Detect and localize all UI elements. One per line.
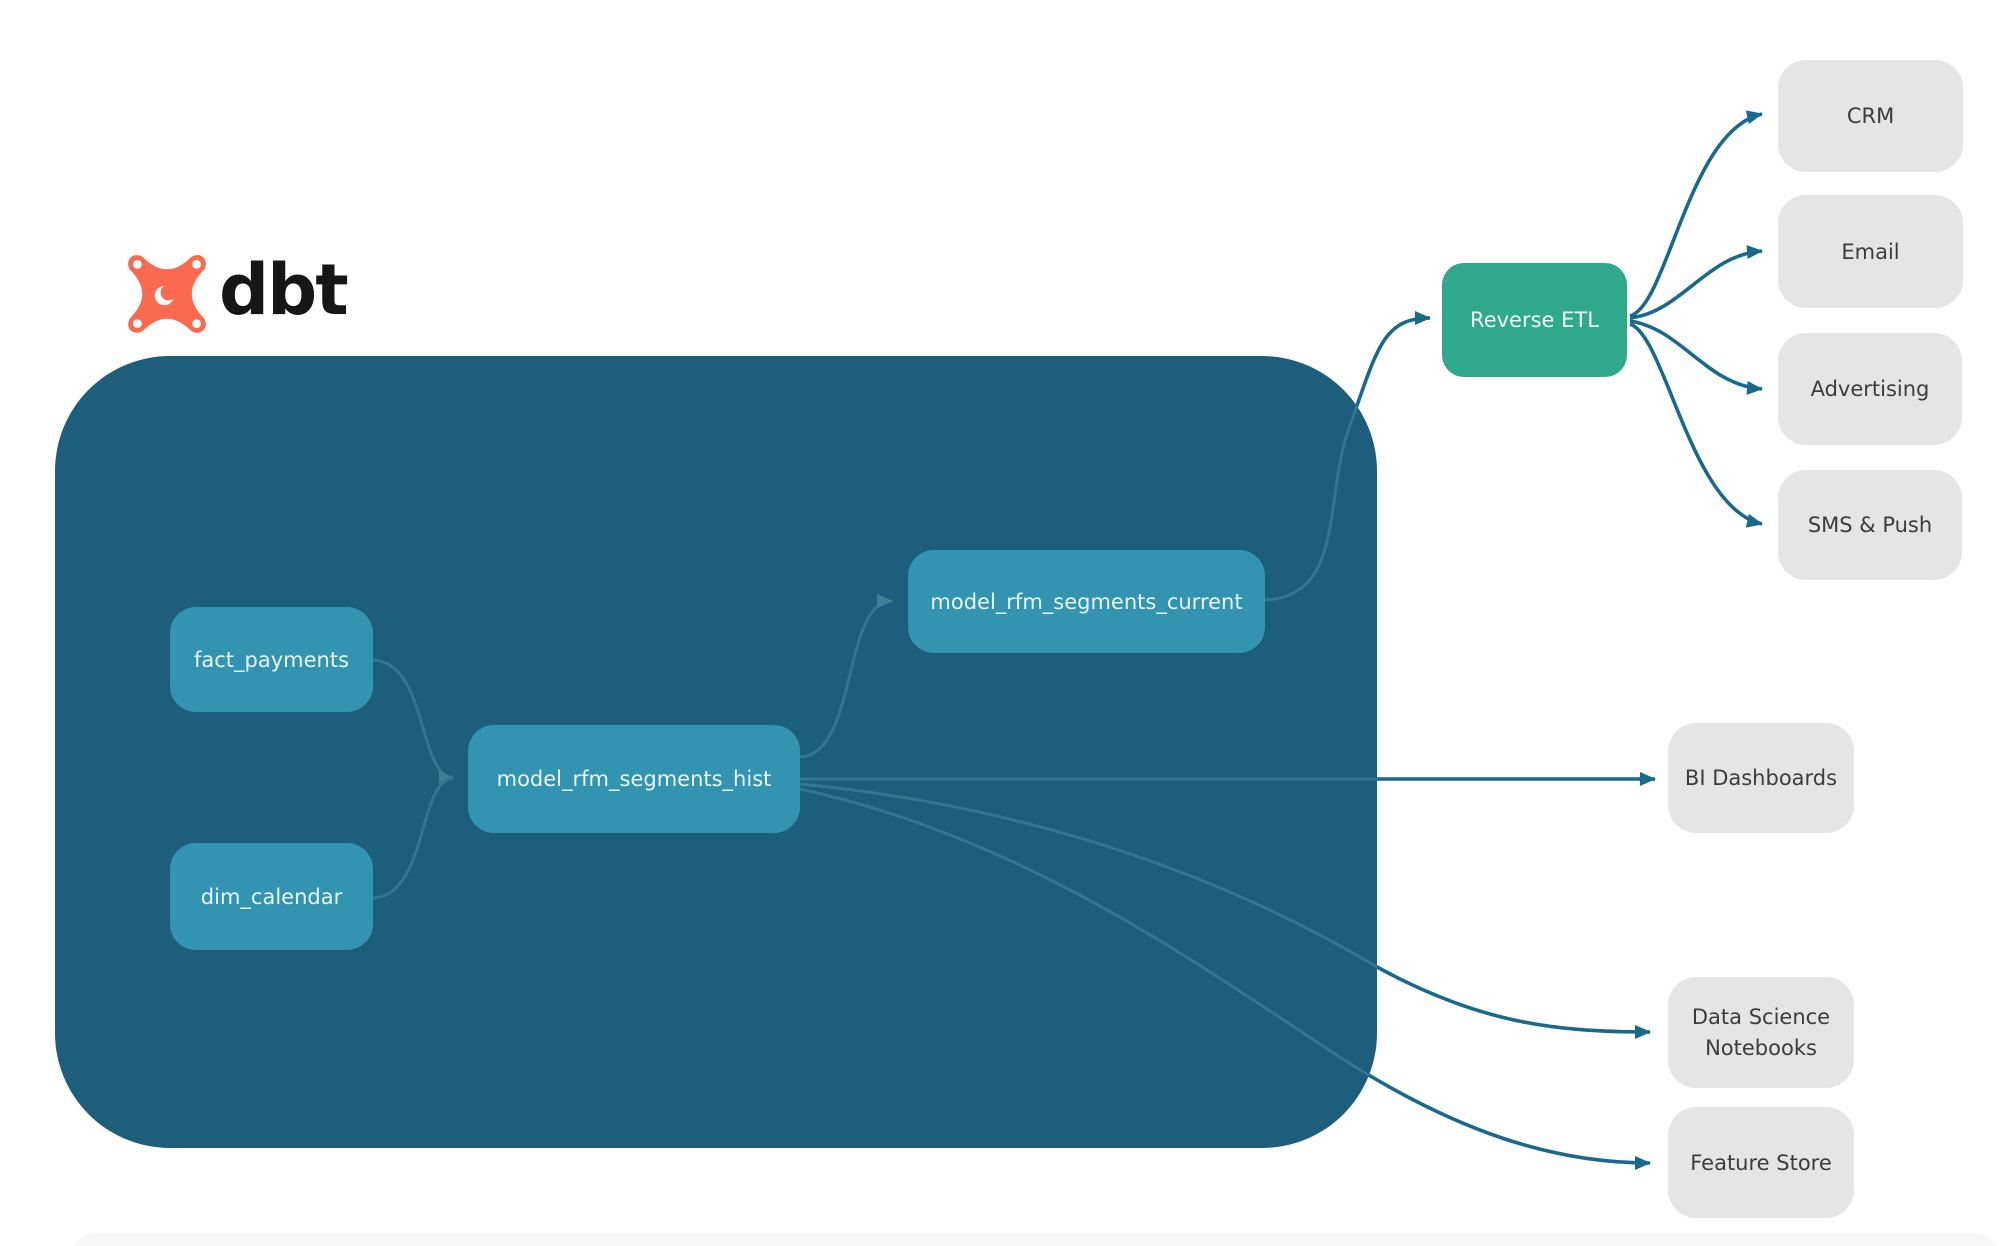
edge-reverse-etl-to-crm bbox=[1629, 110, 1763, 318]
node-data-science-notebooks: Data Science Notebooks bbox=[1668, 977, 1854, 1088]
edge-hist-to-current bbox=[799, 594, 893, 759]
brand-name: dbt bbox=[219, 249, 349, 331]
dbt-logo-icon bbox=[128, 255, 206, 333]
dbt-logo: dbt bbox=[125, 249, 349, 334]
node-advertising: Advertising bbox=[1778, 333, 1962, 445]
edge-fact-payments-to-hist bbox=[372, 658, 455, 785]
node-fact-payments: fact_payments bbox=[170, 607, 373, 712]
edge-current-to-reverse-etl-outside bbox=[1264, 311, 1431, 602]
node-crm: CRM bbox=[1778, 60, 1963, 172]
edge-hist-to-feature-store-outside bbox=[799, 787, 1651, 1170]
node-model-rfm-segments-current: model_rfm_segments_current bbox=[908, 550, 1265, 653]
edge-reverse-etl-to-email bbox=[1629, 245, 1763, 320]
node-sms-push: SMS & Push bbox=[1778, 470, 1962, 580]
bottom-edge-strip bbox=[70, 1233, 2000, 1246]
edge-reverse-etl-to-sms-push bbox=[1629, 322, 1763, 528]
node-bi-dashboards: BI Dashboards bbox=[1668, 723, 1854, 833]
node-reverse-etl: Reverse ETL bbox=[1442, 263, 1627, 377]
node-feature-store: Feature Store bbox=[1668, 1107, 1854, 1218]
edge-reverse-etl-to-advertising bbox=[1629, 319, 1763, 395]
node-model-rfm-segments-hist: model_rfm_segments_hist bbox=[468, 725, 800, 833]
node-email: Email bbox=[1778, 195, 1963, 308]
node-dim-calendar: dim_calendar bbox=[170, 843, 373, 950]
edge-hist-to-data-science-outside bbox=[799, 782, 1651, 1039]
edge-dim-calendar-to-hist bbox=[372, 776, 455, 900]
